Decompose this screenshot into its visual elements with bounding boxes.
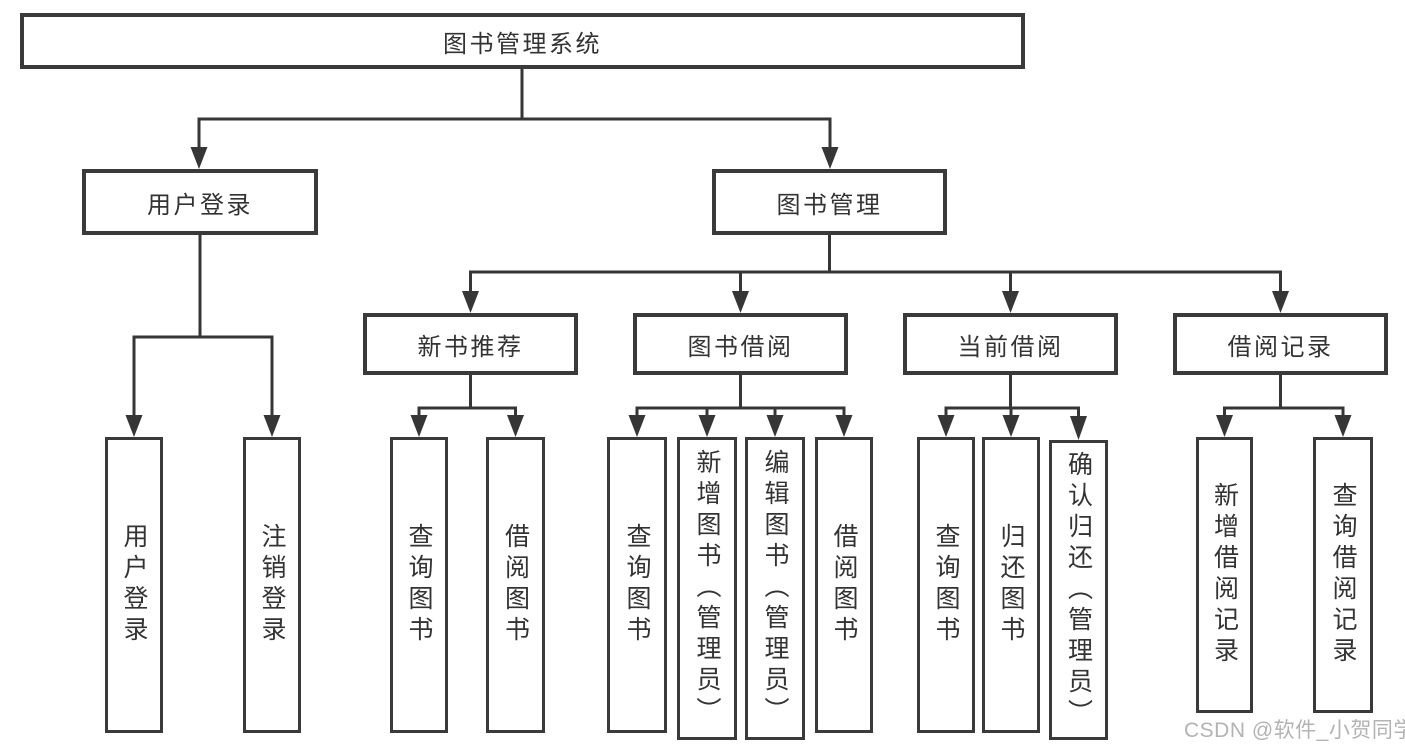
leaf-return-books-label: 归还图书 xyxy=(997,523,1025,647)
leaf-query-borrow-record-label: 查询借阅记录 xyxy=(1329,482,1357,668)
node-borrow-records: 借阅记录 xyxy=(1173,313,1388,375)
node-book-borrow-label: 图书借阅 xyxy=(687,333,794,361)
leaf-query-books-borrow-label: 查询图书 xyxy=(623,523,651,647)
leaf-user-login: 用户登录 xyxy=(105,437,163,733)
leaf-query-books-borrow: 查询图书 xyxy=(607,437,667,733)
leaf-borrow-books-recommend: 借阅图书 xyxy=(486,437,545,733)
leaf-user-login-label: 用户登录 xyxy=(120,523,148,647)
csdn-watermark: CSDN @软件_小贺同学 xyxy=(1184,719,1405,742)
leaf-confirm-return-admin-label: 确认归还（管理员） xyxy=(1064,450,1093,730)
leaf-borrow-books-label: 借阅图书 xyxy=(830,523,858,647)
leaf-query-books-current-label: 查询图书 xyxy=(932,523,960,647)
leaf-borrow-books: 借阅图书 xyxy=(815,437,873,733)
leaf-logout-label: 注销登录 xyxy=(258,523,286,647)
leaf-query-borrow-record: 查询借阅记录 xyxy=(1313,437,1373,713)
node-root-label: 图书管理系统 xyxy=(443,30,602,58)
leaf-add-borrow-record: 新增借阅记录 xyxy=(1196,437,1253,713)
node-new-book-recommend: 新书推荐 xyxy=(363,313,578,375)
node-user-login-label: 用户登录 xyxy=(147,191,253,219)
node-root: 图书管理系统 xyxy=(20,13,1025,69)
leaf-query-books-recommend: 查询图书 xyxy=(390,437,448,733)
node-book-borrow: 图书借阅 xyxy=(633,313,848,375)
node-current-borrow: 当前借阅 xyxy=(903,313,1118,375)
node-new-book-recommend-label: 新书推荐 xyxy=(417,333,524,361)
leaf-borrow-books-recommend-label: 借阅图书 xyxy=(501,523,530,647)
leaf-return-books: 归还图书 xyxy=(982,437,1040,733)
leaf-edit-books-admin: 编辑图书（管理员） xyxy=(745,437,805,740)
node-user-login: 用户登录 xyxy=(82,169,318,235)
leaf-query-books-current: 查询图书 xyxy=(917,437,975,733)
leaf-logout: 注销登录 xyxy=(243,437,301,733)
node-book-management: 图书管理 xyxy=(712,169,947,235)
leaf-edit-books-admin-label: 编辑图书（管理员） xyxy=(761,449,789,728)
leaf-add-borrow-record-label: 新增借阅记录 xyxy=(1210,482,1239,668)
leaf-add-books-admin-label: 新增图书（管理员） xyxy=(693,449,721,728)
node-current-borrow-label: 当前借阅 xyxy=(957,333,1064,361)
node-book-management-label: 图书管理 xyxy=(776,191,883,219)
leaf-confirm-return-admin: 确认归还（管理员） xyxy=(1049,440,1108,740)
node-borrow-records-label: 借阅记录 xyxy=(1227,333,1334,361)
leaf-add-books-admin: 新增图书（管理员） xyxy=(677,437,737,740)
leaf-query-books-recommend-label: 查询图书 xyxy=(405,523,433,647)
